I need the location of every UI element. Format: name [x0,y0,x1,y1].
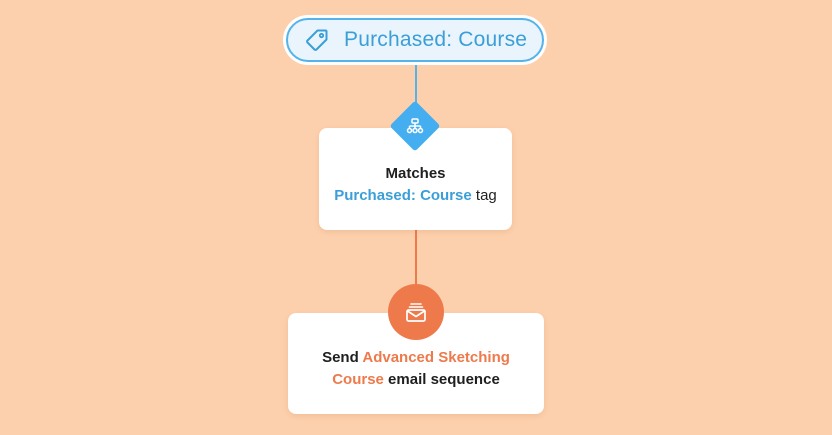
sitemap-icon [406,118,424,134]
action-line1: Send Advanced Sketching [322,348,510,366]
action-line2: Course email sequence [332,370,500,388]
condition-badge [389,100,441,152]
action-node[interactable]: Send Advanced Sketching Course email seq… [288,313,544,414]
trigger-connector [415,62,417,108]
condition-tag-suffix: tag [471,187,497,204]
condition-node[interactable]: Matches Purchased: Course tag [319,128,512,230]
condition-line1: Matches [385,165,446,182]
action-badge [388,284,444,340]
action-connector [415,230,417,286]
condition-line2: Purchased: Course tag [334,185,497,207]
condition-tag-name: Purchased: Course [334,187,472,204]
trigger-label: Purchased: Course [344,28,528,51]
trigger-node[interactable]: Purchased: Course [286,18,544,62]
action-sequence-name-2: Course [332,370,384,388]
email-sequence-icon [406,303,426,322]
tag-icon [304,27,330,53]
action-sequence-name-1: Advanced Sketching [362,348,510,366]
